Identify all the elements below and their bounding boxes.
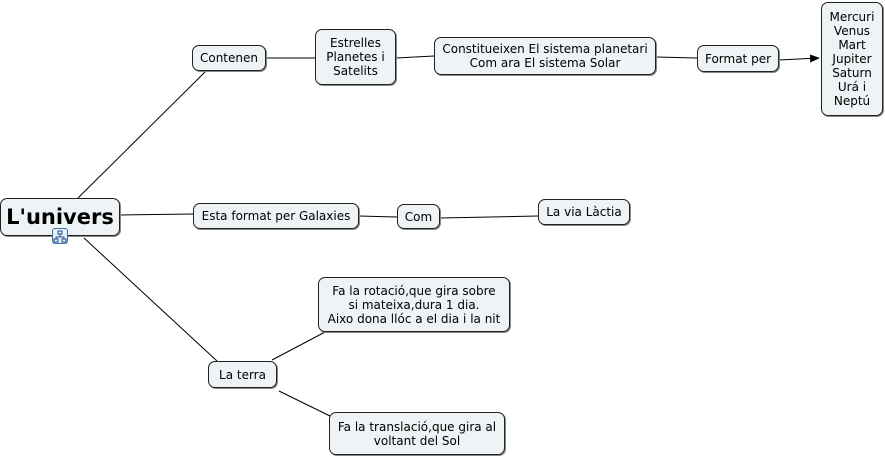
link-terra-rotacio xyxy=(271,330,328,361)
link-com-via xyxy=(439,215,539,219)
concept-format-per[interactable]: Format per xyxy=(697,45,779,72)
link-root-galaxies xyxy=(119,213,194,216)
concept-translacio[interactable]: Fa la translació,que gira al voltant del… xyxy=(329,412,505,455)
concept-terra[interactable]: La terra xyxy=(208,361,277,388)
concept-com[interactable]: Com xyxy=(397,204,440,229)
concept-contenen[interactable]: Contenen xyxy=(192,45,266,71)
link-constitueixen-format xyxy=(655,56,698,59)
link-root-terra xyxy=(83,237,218,362)
concept-galaxies[interactable]: Esta format per Galaxies xyxy=(193,203,359,229)
concept-estrelles[interactable]: Estrelles Planetes i Satelits xyxy=(315,29,396,85)
concept-via-lactia[interactable]: La via Làctia xyxy=(538,199,630,225)
link-format-planets xyxy=(778,54,820,63)
concept-constitueixen[interactable]: Constitueixen El sistema planetari Com a… xyxy=(434,37,656,75)
link-terra-translacio xyxy=(278,390,333,418)
concept-rotacio[interactable]: Fa la rotació,que gira sobre si mateixa,… xyxy=(318,277,510,332)
link-estrelles-constitueixen xyxy=(395,55,435,59)
hierarchy-icon[interactable] xyxy=(52,228,68,244)
concept-planets[interactable]: Mercuri Venus Mart Jupiter Saturn Urá i … xyxy=(821,2,883,116)
link-galaxies-com xyxy=(358,215,398,218)
link-root-contenen xyxy=(77,71,206,199)
